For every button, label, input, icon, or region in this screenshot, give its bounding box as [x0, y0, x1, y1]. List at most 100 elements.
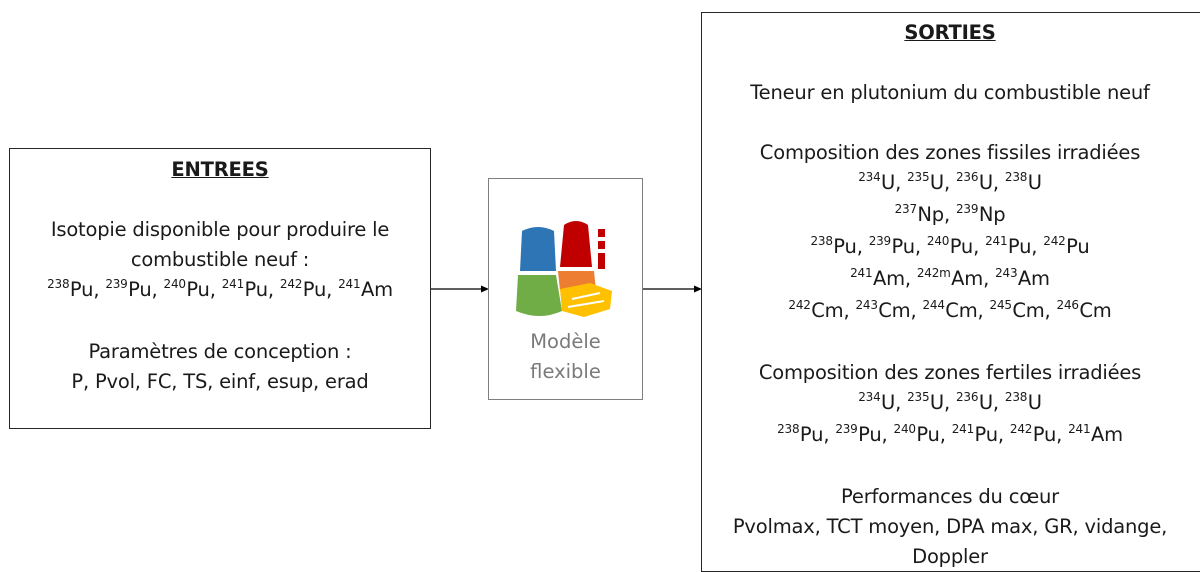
- design-params: P, Pvol, FC, TS, einf, esup, erad: [71, 370, 369, 393]
- isotope: 239Np: [956, 202, 1006, 226]
- isotope-element: U: [978, 171, 993, 194]
- isotope-mass-number: 243: [855, 298, 878, 312]
- isotope-mass-number: 241: [850, 266, 873, 280]
- isotope-element: Am: [872, 267, 905, 290]
- isotope-element: Pu: [1066, 235, 1090, 258]
- isotope: 238U: [1004, 390, 1042, 414]
- input-isotope-list: 238Pu, 239Pu, 240Pu, 241Pu, 242Pu, 241Am: [47, 277, 393, 301]
- isotope: 246Cm: [1056, 298, 1112, 322]
- isotope-element: Pu: [916, 423, 940, 446]
- pu-content-line: Teneur en plutonium du combustible neuf: [750, 81, 1150, 104]
- outputs-content: SORTIES Teneur en plutonium du combustib…: [702, 18, 1198, 572]
- outputs-title: SORTIES: [904, 21, 996, 44]
- isotope-mass-number: 234: [858, 390, 881, 404]
- factory-icon: [516, 221, 612, 317]
- isotopes-heading-line-1: Isotopie disponible pour produire le: [50, 218, 390, 241]
- isotope-element: Cm: [1079, 299, 1112, 322]
- isotope: 242mAm: [916, 266, 983, 290]
- isotope-element: Pu: [128, 278, 152, 301]
- isotope: 238Pu: [777, 422, 823, 446]
- isotope-mass-number: 238: [810, 234, 833, 248]
- isotope: 238Pu: [47, 277, 94, 301]
- fissile-isotopes-cm: 242Cm, 243Cm, 244Cm, 245Cm, 246Cm: [788, 298, 1112, 322]
- isotope-element: U: [1027, 171, 1042, 194]
- isotope: 242Pu: [1043, 234, 1090, 258]
- isotope: 234U: [858, 170, 896, 194]
- isotope: 238U: [1004, 170, 1042, 194]
- isotope-element: Pu: [302, 278, 327, 301]
- isotope-element: Pu: [891, 235, 916, 258]
- isotope-mass-number: 240: [163, 277, 187, 291]
- isotope: 239Pu: [868, 234, 916, 258]
- isotope: 239Pu: [105, 277, 152, 301]
- isotope-element: Np: [978, 203, 1006, 226]
- model-box: Modèle flexible: [488, 178, 643, 400]
- inputs-box: ENTREES Isotopie disponible pour produir…: [9, 148, 431, 429]
- isotope-element: Pu: [244, 278, 269, 301]
- isotope-element: Pu: [69, 278, 94, 301]
- isotope: 241Am: [1068, 422, 1123, 446]
- isotope: 236U: [956, 390, 993, 414]
- performance-heading: Performances du cœur: [841, 485, 1059, 508]
- isotope-mass-number: 241: [221, 277, 245, 291]
- isotope-mass-number: 238: [1004, 170, 1028, 184]
- isotope: 242Cm: [788, 298, 844, 322]
- isotope-element: U: [978, 391, 993, 414]
- isotope-mass-number: 246: [1056, 298, 1080, 312]
- fertile-isotopes-pu-am: 238Pu, 239Pu, 240Pu, 241Pu, 242Pu, 241Am: [777, 422, 1123, 446]
- isotope: 235U: [907, 390, 944, 414]
- model-label-line-2: flexible: [530, 360, 601, 383]
- isotope-element: Cm: [1012, 299, 1045, 322]
- performance-line-2: Doppler: [912, 545, 988, 568]
- isotope-mass-number: 238: [777, 422, 800, 436]
- isotope-mass-number: 241: [985, 234, 1008, 248]
- fissile-isotopes-u: 234U, 235U, 236U, 238U: [858, 170, 1042, 194]
- isotope: 240Pu: [926, 234, 974, 258]
- isotope-mass-number: 237: [894, 202, 918, 216]
- isotope-element: Cm: [811, 299, 844, 322]
- isotope-mass-number: 240: [926, 234, 950, 248]
- isotope-element: Np: [917, 203, 944, 226]
- model-label-line-1: Modèle: [530, 330, 601, 353]
- isotope-mass-number: 234: [858, 170, 881, 184]
- isotope-mass-number: 236: [956, 170, 979, 184]
- isotope-mass-number: 242m: [916, 266, 951, 280]
- fissile-isotopes-np: 237Np, 239Np: [894, 202, 1006, 226]
- isotope-element: Pu: [858, 423, 882, 446]
- inputs-title: ENTREES: [171, 158, 269, 181]
- performance-line-1: Pvolmax, TCT moyen, DPA max, GR, vidange…: [732, 515, 1168, 538]
- isotope-element: Am: [1017, 267, 1050, 290]
- fissile-isotopes-pu: 238Pu, 239Pu, 240Pu, 241Pu, 242Pu: [810, 234, 1090, 258]
- isotope-mass-number: 242: [788, 298, 811, 312]
- isotope-element: Pu: [949, 235, 974, 258]
- isotope-mass-number: 239: [956, 202, 979, 216]
- isotope-mass-number: 239: [868, 234, 892, 248]
- isotope-element: Pu: [1032, 423, 1057, 446]
- isotope-mass-number: 241: [1068, 422, 1091, 436]
- fertile-isotopes-u: 234U, 235U, 236U, 238U: [858, 390, 1042, 414]
- arrow-inputs-to-model: [431, 285, 489, 293]
- isotopes-heading-line-2: combustible neuf :: [130, 248, 310, 271]
- isotope: 245Cm: [990, 298, 1045, 322]
- isotope-mass-number: 240: [893, 422, 917, 436]
- isotope-mass-number: 241: [951, 422, 975, 436]
- isotope-element: U: [881, 171, 896, 194]
- isotope: 240Pu: [163, 277, 210, 301]
- isotope: 238Pu: [810, 234, 856, 258]
- isotope: 236U: [956, 170, 993, 194]
- isotope-element: Pu: [186, 278, 210, 301]
- isotope-mass-number: 236: [956, 390, 979, 404]
- isotope-mass-number: 238: [1004, 390, 1028, 404]
- isotope: 241Am: [850, 266, 905, 290]
- isotope-element: Am: [360, 278, 393, 301]
- factory-pipes-yellow: [560, 283, 612, 317]
- isotope: 235U: [907, 170, 944, 194]
- isotope-element: U: [1027, 391, 1042, 414]
- arrow-model-to-outputs: [643, 285, 702, 293]
- inputs-content: ENTREES Isotopie disponible pour produir…: [10, 155, 430, 397]
- isotope-element: U: [881, 391, 896, 414]
- isotope: 242Pu: [280, 277, 327, 301]
- isotope: 241Pu: [221, 277, 269, 301]
- isotope-mass-number: 238: [47, 277, 70, 291]
- factory-tower-red: [560, 221, 592, 267]
